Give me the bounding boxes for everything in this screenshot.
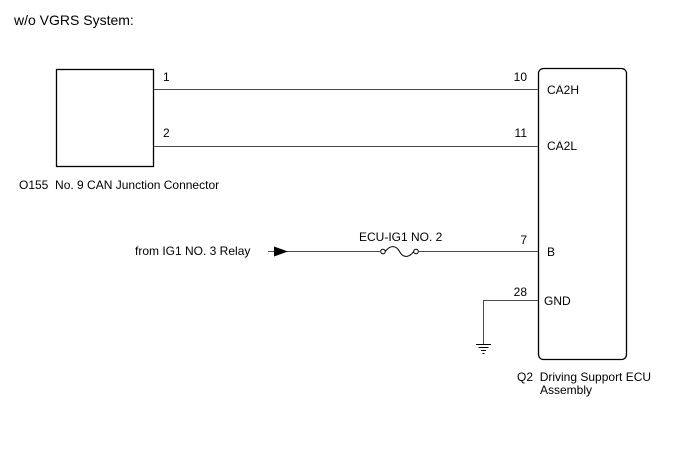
ground-icon — [476, 344, 491, 354]
ecu-name-line2: Assembly — [540, 383, 593, 397]
ecu-pin-11: 11 — [514, 126, 527, 140]
ecu-box — [537, 67, 628, 361]
connector-pin-1: 1 — [163, 70, 170, 84]
junction-connector-box — [55, 68, 155, 168]
connector-pin-2: 2 — [163, 126, 170, 140]
fuse-icon — [380, 246, 419, 257]
ecu-pin-10: 10 — [513, 70, 527, 84]
wire-gnd — [483, 300, 538, 344]
ecu-pin-label-ca2l: CA2L — [547, 139, 578, 153]
connector-name: No. 9 CAN Junction Connector — [55, 178, 220, 192]
ecu-pin-7: 7 — [520, 233, 527, 247]
connector-code: O155 — [19, 178, 49, 192]
ecu-pin-label-b: B — [547, 245, 556, 259]
ecu-code: Q2 — [517, 370, 534, 384]
fuse-label: ECU-IG1 NO. 2 — [359, 230, 443, 244]
diagram-title: w/o VGRS System: — [14, 12, 134, 28]
ecu-pin-28: 28 — [513, 285, 527, 299]
ecu-caption: Q2 Driving Support ECU — [517, 370, 651, 384]
power-source-label: from IG1 NO. 3 Relay — [135, 244, 251, 258]
ecu-name: Driving Support ECU — [539, 370, 652, 384]
ecu-pin-label-gnd: GND — [544, 294, 571, 308]
connector-caption: O155 No. 9 CAN Junction Connector — [19, 178, 219, 192]
ecu-pin-label-ca2h: CA2H — [547, 83, 580, 97]
arrow-icon — [274, 246, 288, 257]
